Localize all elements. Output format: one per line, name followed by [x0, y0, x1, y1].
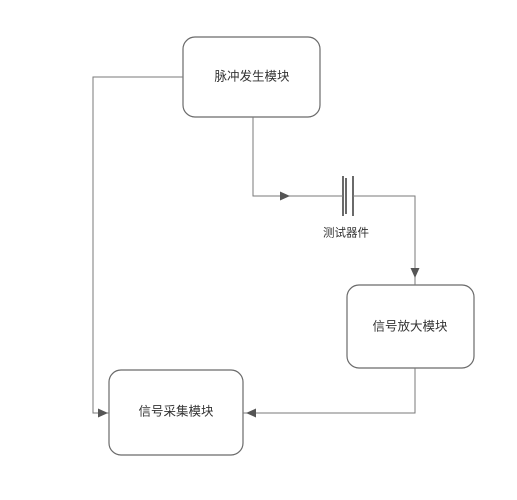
signal-acquisition-label: 信号采集模块	[138, 404, 214, 419]
edge-pulse-to-device	[252, 117, 343, 201]
edge-device-to-amplifier	[353, 195, 420, 285]
signal-acquisition-node: 信号采集模块	[108, 369, 244, 456]
arrow-right-icon	[98, 408, 108, 418]
signal-amplifier-label: 信号放大模块	[372, 319, 448, 334]
wire-pulse-to-device	[252, 117, 343, 197]
arrow-down-icon	[410, 268, 420, 278]
wire-device-to-amplifier	[353, 195, 416, 285]
device-under-test-label: 测试器件	[323, 226, 369, 240]
wire-amplifier-to-acquisition	[243, 368, 416, 414]
wire-pulse-to-acquisition	[92, 76, 183, 414]
device-under-test: 测试器件	[323, 176, 369, 240]
arrow-left-icon	[246, 408, 256, 418]
signal-amplifier-node: 信号放大模块	[346, 284, 475, 369]
edge-pulse-to-acquisition	[92, 76, 183, 418]
arrow-right-icon	[280, 191, 290, 201]
pulse-generator-label: 脉冲发生模块	[214, 69, 290, 84]
pulse-generator-node: 脉冲发生模块	[182, 36, 321, 118]
signal-amplifier-box	[346, 284, 475, 369]
edge-amplifier-to-acquisition	[243, 368, 416, 418]
